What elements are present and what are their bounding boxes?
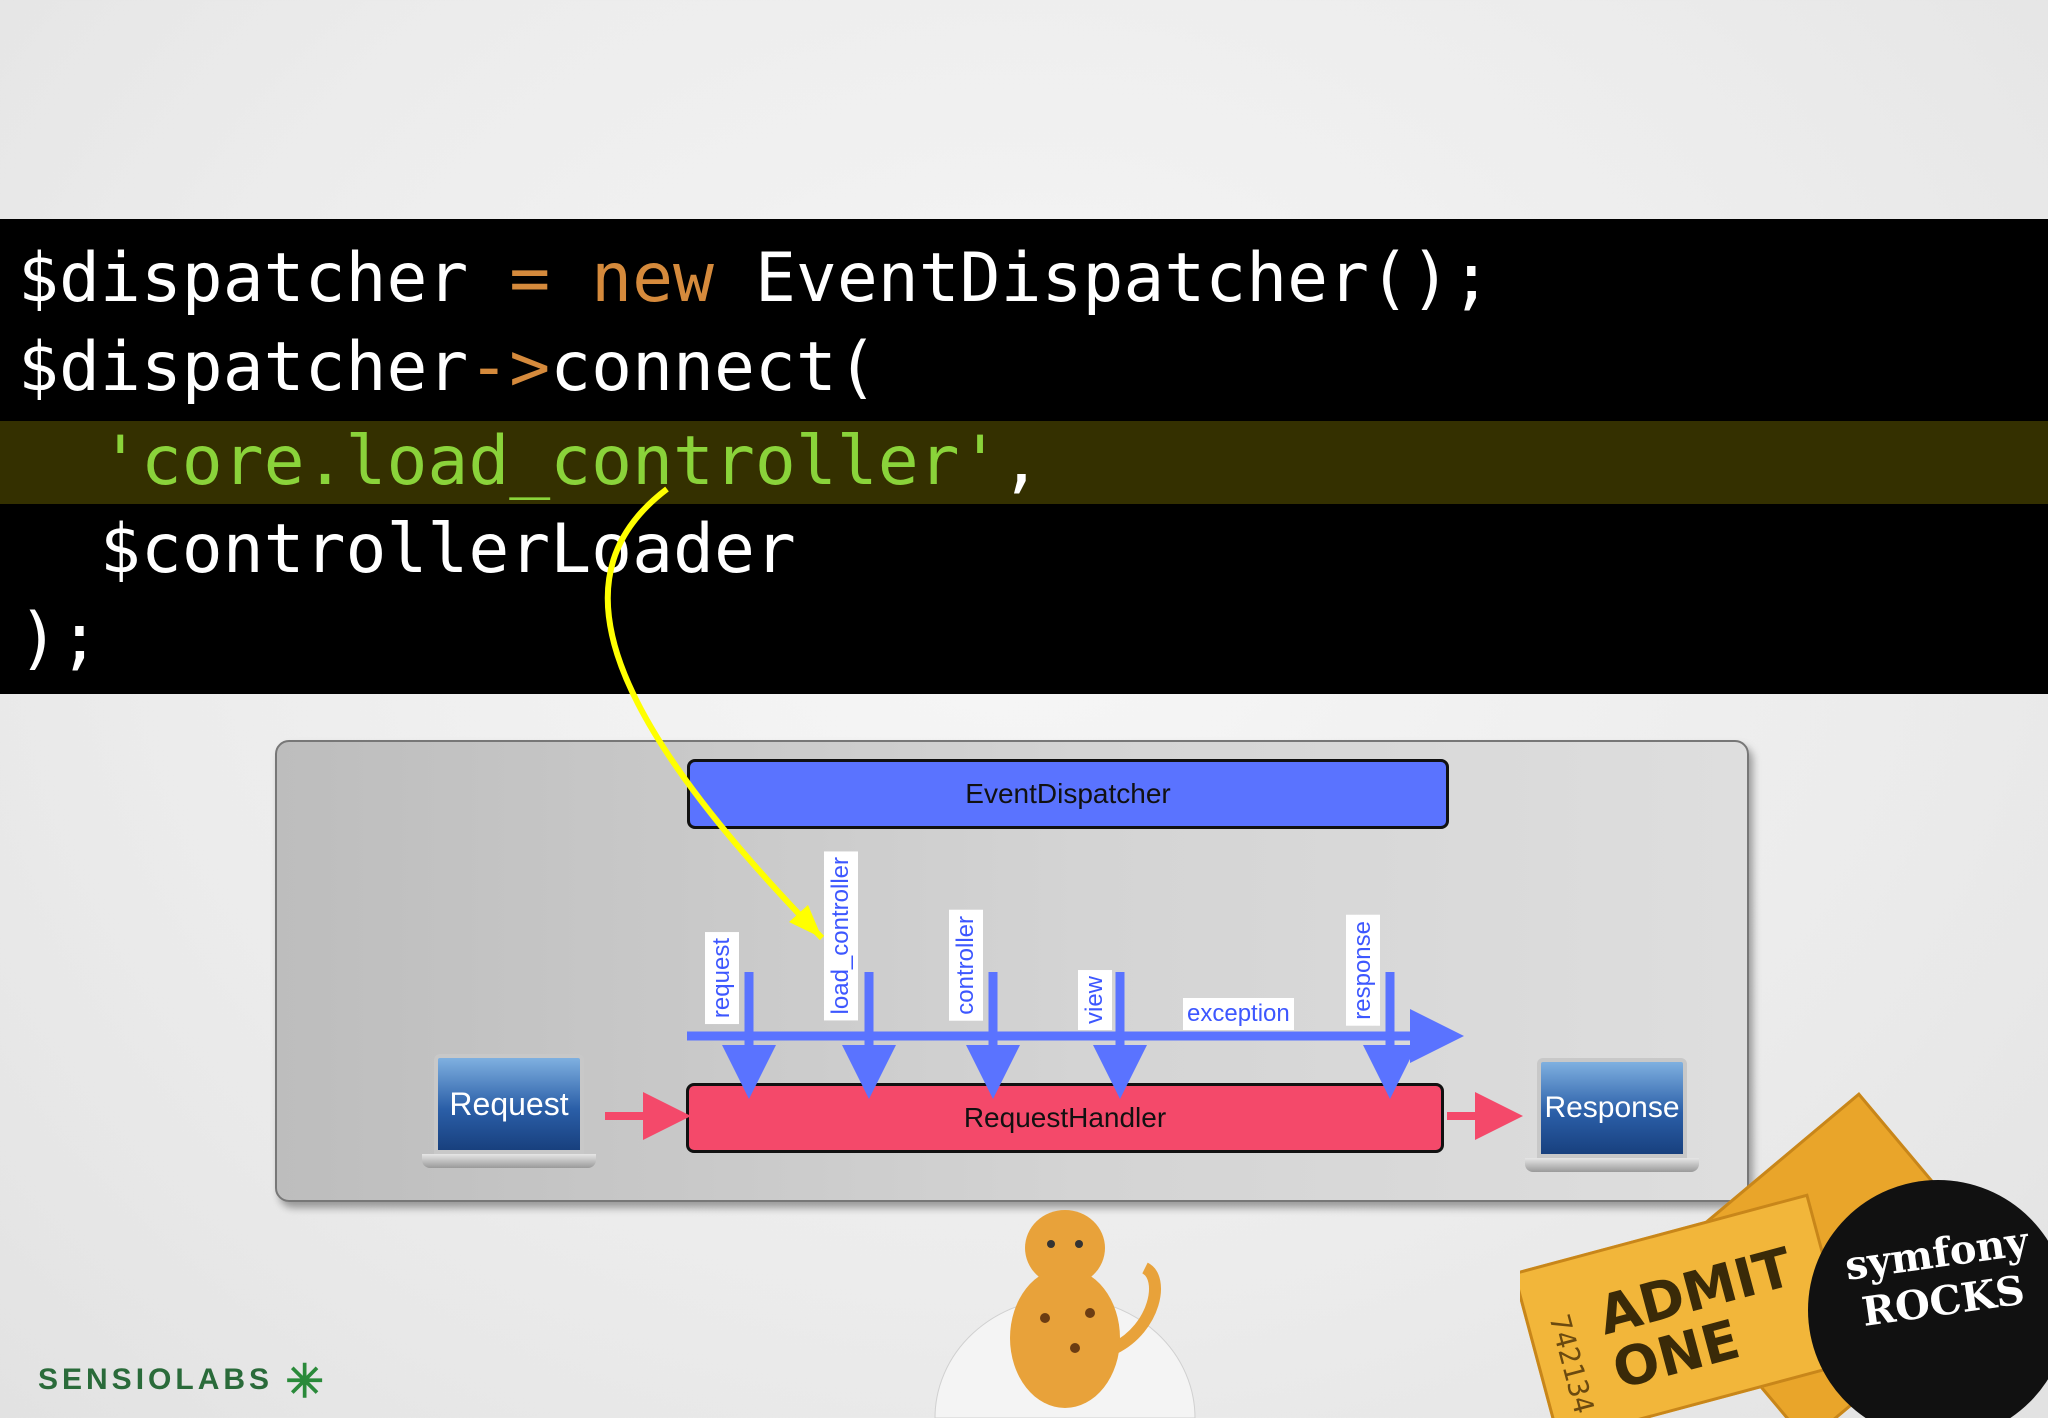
event-label-load-controller: load_controller <box>824 851 858 1021</box>
code-operator: = <box>468 239 592 318</box>
code-line-3: 'core.load_controller', <box>18 417 1042 507</box>
laptop-base <box>422 1154 596 1168</box>
code-indent <box>18 422 100 501</box>
event-dispatcher-box: EventDispatcher <box>687 759 1449 829</box>
event-label-exception: exception <box>1183 998 1294 1030</box>
event-label-response: response <box>1346 915 1380 1026</box>
response-laptop: Response <box>1525 1058 1699 1172</box>
code-text: EventDispatcher(); <box>714 239 1492 318</box>
request-handler-box: RequestHandler <box>686 1083 1444 1153</box>
code-block: $dispatcher = new EventDispatcher(); $di… <box>0 219 2048 694</box>
diagram-arrows <box>605 972 1523 1140</box>
request-laptop: Request <box>422 1054 596 1168</box>
ticket-label: ADMIT ONE <box>1591 1235 1799 1402</box>
code-line-4: $controllerLoader <box>18 510 796 589</box>
symfony-badge <box>1808 1180 2048 1418</box>
sensiolabs-logo: SENSIOLABS ✳ <box>38 1354 328 1408</box>
diagram-panel: EventDispatcher RequestHandler request l… <box>275 740 1749 1202</box>
code-line-1: $dispatcher = new EventDispatcher(); <box>18 234 1492 324</box>
event-label-request: request <box>705 932 739 1025</box>
ticket-decoration: 742134 ADMIT ONE <box>1520 1080 2048 1418</box>
code-text: , <box>1000 422 1042 501</box>
request-laptop-screen: Request <box>434 1054 584 1155</box>
code-variable: $dispatcher <box>18 239 469 318</box>
code-variable: $dispatcher <box>18 328 469 407</box>
code-string: 'core.load_controller' <box>99 422 1001 501</box>
code-line-5: ); <box>18 599 100 678</box>
ticket-number: 742134 <box>1542 1310 1601 1418</box>
sensiolabs-wordmark: SENSIOLABS <box>38 1362 274 1396</box>
code-text: connect( <box>550 328 878 407</box>
highlighted-line <box>0 421 2048 504</box>
event-label-view: view <box>1078 970 1112 1031</box>
response-laptop-screen: Response <box>1537 1058 1687 1159</box>
code-line-2: $dispatcher->connect( <box>18 323 878 413</box>
code-keyword: new <box>591 239 714 318</box>
sensiolabs-star-icon: ✳ <box>285 1355 328 1407</box>
laptop-base <box>1525 1158 1699 1172</box>
cheetah-mascot-icon <box>934 1210 1196 1418</box>
event-label-controller: controller <box>949 910 983 1021</box>
code-operator: -> <box>468 328 551 407</box>
